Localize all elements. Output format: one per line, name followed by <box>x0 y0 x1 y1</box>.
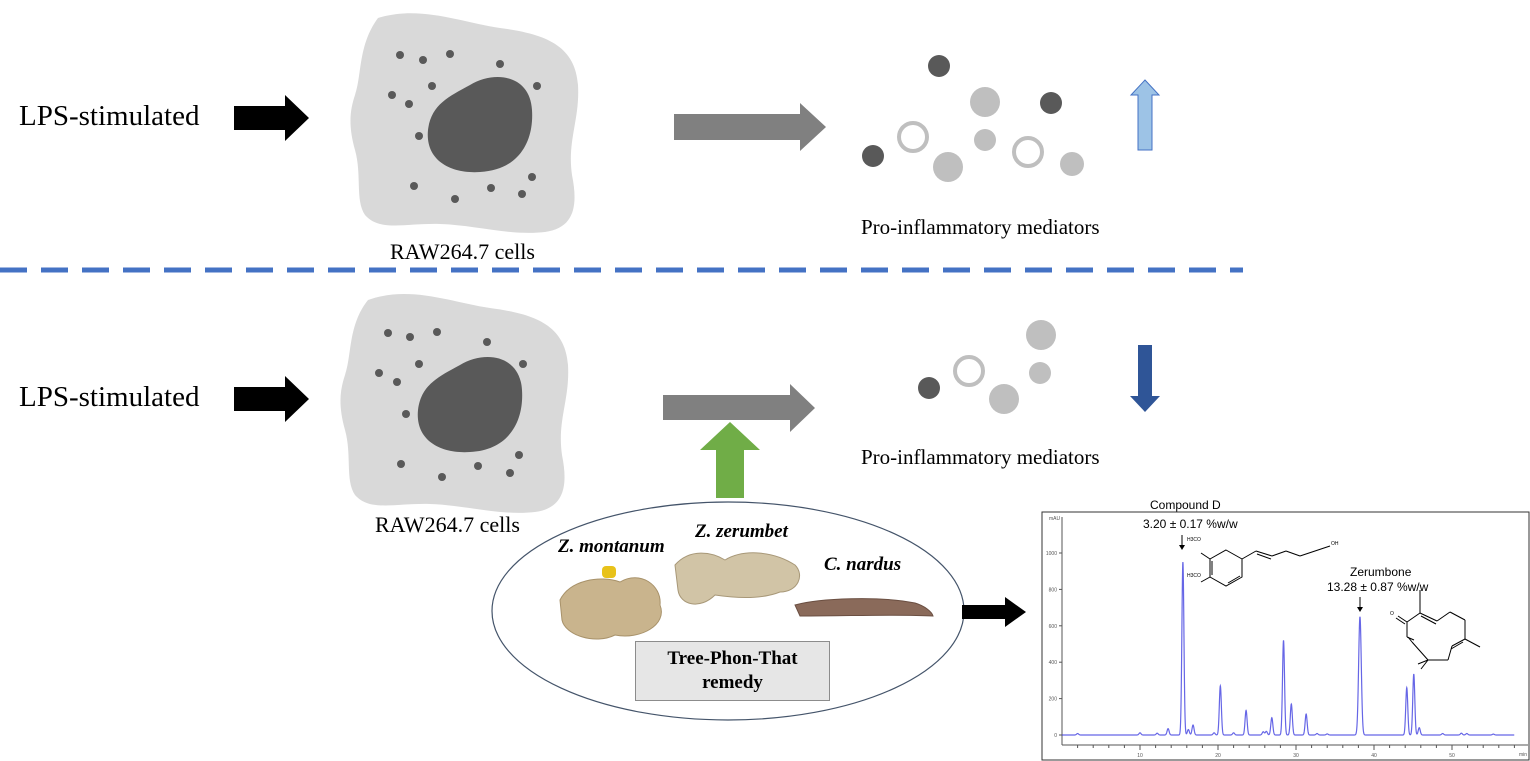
chromatogram-peak <box>1316 733 1317 734</box>
chromatogram-peak <box>1182 562 1183 563</box>
chromatogram-peak <box>1167 728 1168 729</box>
z-zerumbet-rhizome <box>674 552 800 605</box>
species-label-z-montanum: Z. montanum <box>558 536 665 557</box>
chromatogram-peak <box>1233 732 1234 733</box>
bottom-process-arrow <box>663 384 815 432</box>
chromatogram-peak <box>1192 724 1193 725</box>
remedy-name-line2: remedy <box>702 672 763 693</box>
top-lps-label: LPS-stimulated <box>19 100 200 132</box>
compound-d-structure <box>1200 545 1331 587</box>
bottom-lps-arrow <box>234 376 309 422</box>
chromatogram-peak <box>1466 733 1467 734</box>
chromatogram-peak <box>1327 733 1328 734</box>
species-label-z-zerumbet: Z. zerumbet <box>695 521 788 542</box>
x-unit-label: min <box>1519 752 1528 758</box>
compound-d-pointer <box>1179 535 1185 550</box>
x-tick-label: 20 <box>1215 753 1221 759</box>
zerumbone-label: Zerumbone <box>1350 565 1412 579</box>
chromatogram-peak <box>1220 685 1221 686</box>
bottom-mediator-label: Pro-inflammatory mediators <box>861 445 1100 469</box>
increase-arrow-icon <box>1129 79 1161 151</box>
chromatogram-peak <box>1077 733 1078 734</box>
top-macrophage-cell <box>350 13 579 233</box>
top-cell-label: RAW264.7 cells <box>390 239 535 264</box>
chromatogram-peak <box>1413 673 1414 674</box>
top-granules <box>388 50 541 203</box>
remedy-name-box: Tree-Phon-That remedy <box>635 641 830 701</box>
hydroxyl-label: OH <box>1331 541 1339 547</box>
y-tick-label: 200 <box>1049 697 1058 703</box>
species-label-c-nardus: C. nardus <box>824 554 902 575</box>
y-unit-label: mAU <box>1049 516 1061 522</box>
chromatogram-peak <box>1214 732 1215 733</box>
x-tick-label: 50 <box>1449 753 1455 759</box>
y-tick-label: 1000 <box>1046 551 1057 557</box>
x-tick-label: 40 <box>1371 753 1377 759</box>
top-nucleus <box>427 77 533 173</box>
to-chromatogram-arrow <box>962 597 1026 627</box>
compound-d-value: 3.20 ± 0.17 %w/w <box>1143 517 1238 531</box>
carbonyl-label: O <box>1390 611 1394 617</box>
zerumbone-pointer <box>1357 597 1363 612</box>
z-montanum-rhizome <box>559 566 662 640</box>
y-tick-label: 400 <box>1049 660 1058 666</box>
bottom-mediator-particles <box>918 320 1056 414</box>
chromatogram-peak <box>1291 703 1292 704</box>
zerumbone-structure <box>1395 590 1481 670</box>
remedy-name-line1: Tree-Phon-That <box>667 648 798 669</box>
bottom-granules <box>375 328 527 481</box>
bottom-nucleus <box>417 357 523 453</box>
chromatogram-peak <box>1442 733 1443 734</box>
y-tick-label: 800 <box>1049 587 1058 593</box>
zerumbone-value: 13.28 ± 0.87 %w/w <box>1327 580 1429 594</box>
chromatogram-peak <box>1283 640 1284 641</box>
chromatogram-peak <box>1139 732 1140 733</box>
chromatogram-peak <box>1263 731 1264 732</box>
bottom-cell-label: RAW264.7 cells <box>375 512 520 537</box>
chromatogram-peak <box>1406 687 1407 688</box>
x-tick-label: 10 <box>1137 753 1143 759</box>
chromatogram-peak <box>1245 710 1246 711</box>
top-mediator-particles <box>862 55 1084 182</box>
c-nardus-rhizome <box>794 598 934 617</box>
x-tick-label: 30 <box>1293 753 1299 759</box>
chromatogram-peak <box>1419 727 1420 728</box>
bottom-macrophage-cell <box>340 293 569 513</box>
methoxy-bottom-label: H3CO <box>1187 573 1201 579</box>
chromatogram-peak <box>1271 717 1272 718</box>
chromatogram: 0 200 400 600 800 1000 10 20 30 40 50 <box>1041 511 1530 761</box>
chromatogram-peak <box>1266 731 1267 732</box>
chromatogram-trace <box>1062 562 1515 736</box>
chromatogram-peak <box>1188 729 1189 730</box>
methoxy-top-label: H3CO <box>1187 537 1201 543</box>
compound-d-label: Compound D <box>1150 498 1221 512</box>
top-lps-arrow <box>234 95 309 141</box>
chromatogram-peak <box>1461 733 1462 734</box>
chromatogram-peak <box>1306 713 1307 714</box>
y-tick-label: 0 <box>1054 733 1057 739</box>
decrease-arrow-icon <box>1130 345 1160 412</box>
top-mediator-label: Pro-inflammatory mediators <box>861 215 1100 239</box>
bottom-lps-label: LPS-stimulated <box>19 381 200 413</box>
y-tick-label: 600 <box>1049 624 1058 630</box>
treatment-arrow <box>700 422 760 498</box>
chromatogram-peak <box>1359 616 1360 617</box>
chromatogram-peak <box>1493 733 1494 734</box>
top-process-arrow <box>674 103 826 151</box>
chromatogram-peak <box>1157 733 1158 734</box>
